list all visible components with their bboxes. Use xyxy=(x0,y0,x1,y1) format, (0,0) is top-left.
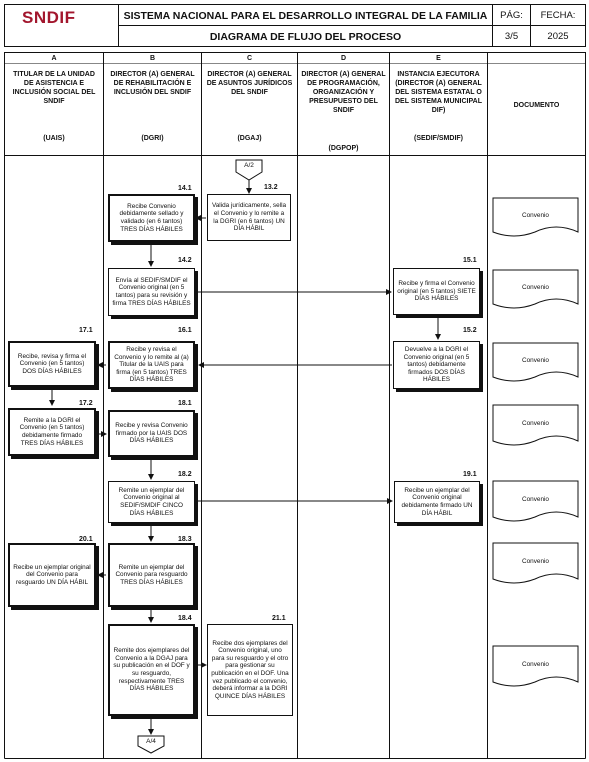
document-label: Convenio xyxy=(521,496,549,503)
column-letter-d: D xyxy=(340,55,347,62)
step-number-19-1: 19.1 xyxy=(463,471,477,478)
column-abbr-dgaj: (DGAJ) xyxy=(237,135,262,142)
step-14-1-box: Recibe Convenio debidamente sellado y va… xyxy=(108,194,195,242)
column-title-dgaj: DIRECTOR (A) GENERAL DE ASUNTOS JURÍDICO… xyxy=(206,71,293,96)
document-shape xyxy=(492,197,579,237)
document-label: Convenio xyxy=(521,212,549,219)
step-21-1-box: Recibe dos ejemplares del Convenio origi… xyxy=(207,624,293,716)
step-17-2-box: Remite a la DGRI el Convenio (en 5 tanto… xyxy=(8,408,96,456)
column-letter-a: A xyxy=(51,55,57,62)
document-shape xyxy=(492,404,579,446)
document-label: Convenio xyxy=(521,357,549,364)
step-number-17-1: 17.1 xyxy=(79,327,93,334)
sndif-logo: SNDIF xyxy=(22,8,112,28)
step-number-15-1: 15.1 xyxy=(463,257,477,264)
step-number-18-4: 18.4 xyxy=(178,615,192,622)
document-shape xyxy=(492,342,579,382)
step-18-4-box: Remite dos ejemplares del Convenio a la … xyxy=(108,624,195,716)
step-number-18-1: 18.1 xyxy=(178,400,192,407)
column-title-dgri: DIRECTOR (A) GENERAL DE REHABILITACIÓN E… xyxy=(110,71,195,96)
step-number-20-1: 20.1 xyxy=(79,536,93,543)
column-letter-b: B xyxy=(149,55,156,62)
column-letter-c: C xyxy=(246,55,253,62)
step-19-1-box: Recibe un ejemplar del Convenio original… xyxy=(394,481,480,523)
step-number-18-3: 18.3 xyxy=(178,536,192,543)
document-label: Convenio xyxy=(521,284,549,291)
step-13-2-box: Valida jurídicamente, sella el Convenio … xyxy=(207,194,291,241)
step-number-16-1: 16.1 xyxy=(178,327,192,334)
step-number-14-2: 14.2 xyxy=(178,257,192,264)
step-number-18-2: 18.2 xyxy=(178,471,192,478)
document-label: Convenio xyxy=(521,420,549,427)
step-number-17-2: 17.2 xyxy=(79,400,93,407)
column-abbr-dgri: (DGRI) xyxy=(141,135,164,142)
document-shape xyxy=(492,645,579,687)
step-20-1-box: Recibe un ejemplar original del Convenio… xyxy=(8,543,96,607)
connector-top-label: A/2 xyxy=(244,162,254,169)
column-letter-e: E xyxy=(436,55,441,62)
document-label: Convenio xyxy=(521,558,549,565)
date-value: 2025 xyxy=(547,31,569,42)
column-abbr-sedif: (SEDIF/SMDIF) xyxy=(414,135,463,142)
document-shape xyxy=(492,542,579,584)
page-value: 3/5 xyxy=(504,31,519,42)
step-number-21-1: 21.1 xyxy=(272,615,286,622)
column-title-sedif: INSTANCIA EJECUTORA (DIRECTOR (A) GENERA… xyxy=(395,71,482,114)
step-14-2-box: Envía al SEDIF/SMDIF el Convenio origina… xyxy=(108,268,195,316)
page-label: PÁG: xyxy=(500,10,523,21)
document-title: SISTEMA NACIONAL PARA EL DESARROLLO INTE… xyxy=(123,10,488,22)
logo-wordmark: SNDIF xyxy=(22,8,76,27)
step-number-15-2: 15.2 xyxy=(463,327,477,334)
step-number-14-1: 14.1 xyxy=(178,185,192,192)
step-16-1-box: Recibe y revisa el Convenio y lo remite … xyxy=(108,341,195,389)
step-18-1-box: Recibe y revisa Convenio firmado por la … xyxy=(108,410,195,457)
step-15-2-box: Devuelve a la DGRI el Convenio original … xyxy=(393,341,480,389)
step-number-13-2: 13.2 xyxy=(264,184,278,191)
document-shape xyxy=(492,480,579,522)
step-17-1-box: Recibe, revisa y firma el Convenio (en 5… xyxy=(8,341,96,387)
column-title-uais: TITULAR DE LA UNIDAD DE ASISTENCIA E INC… xyxy=(12,71,96,105)
document-shape xyxy=(492,269,579,309)
step-18-2-box: Remite un ejemplar del Convenio original… xyxy=(108,481,195,523)
document-label: Convenio xyxy=(521,661,549,668)
step-15-1-box: Recibe y firma el Convenio original (en … xyxy=(393,268,480,315)
column-abbr-dgpop: (DGPOP) xyxy=(328,145,359,152)
connector-bottom-label: A/4 xyxy=(146,738,156,745)
column-abbr-uais: (UAIS) xyxy=(43,135,65,142)
column-title-dgpop: DIRECTOR (A) GENERAL DE PROGRAMACIÓN, OR… xyxy=(301,71,386,114)
column-title-documento: DOCUMENTO xyxy=(513,102,560,109)
date-label: FECHA: xyxy=(540,10,576,21)
document-subtitle: DIAGRAMA DE FLUJO DEL PROCESO xyxy=(209,31,402,43)
step-18-3-box: Remite un ejemplar del Convenio para res… xyxy=(108,543,195,607)
